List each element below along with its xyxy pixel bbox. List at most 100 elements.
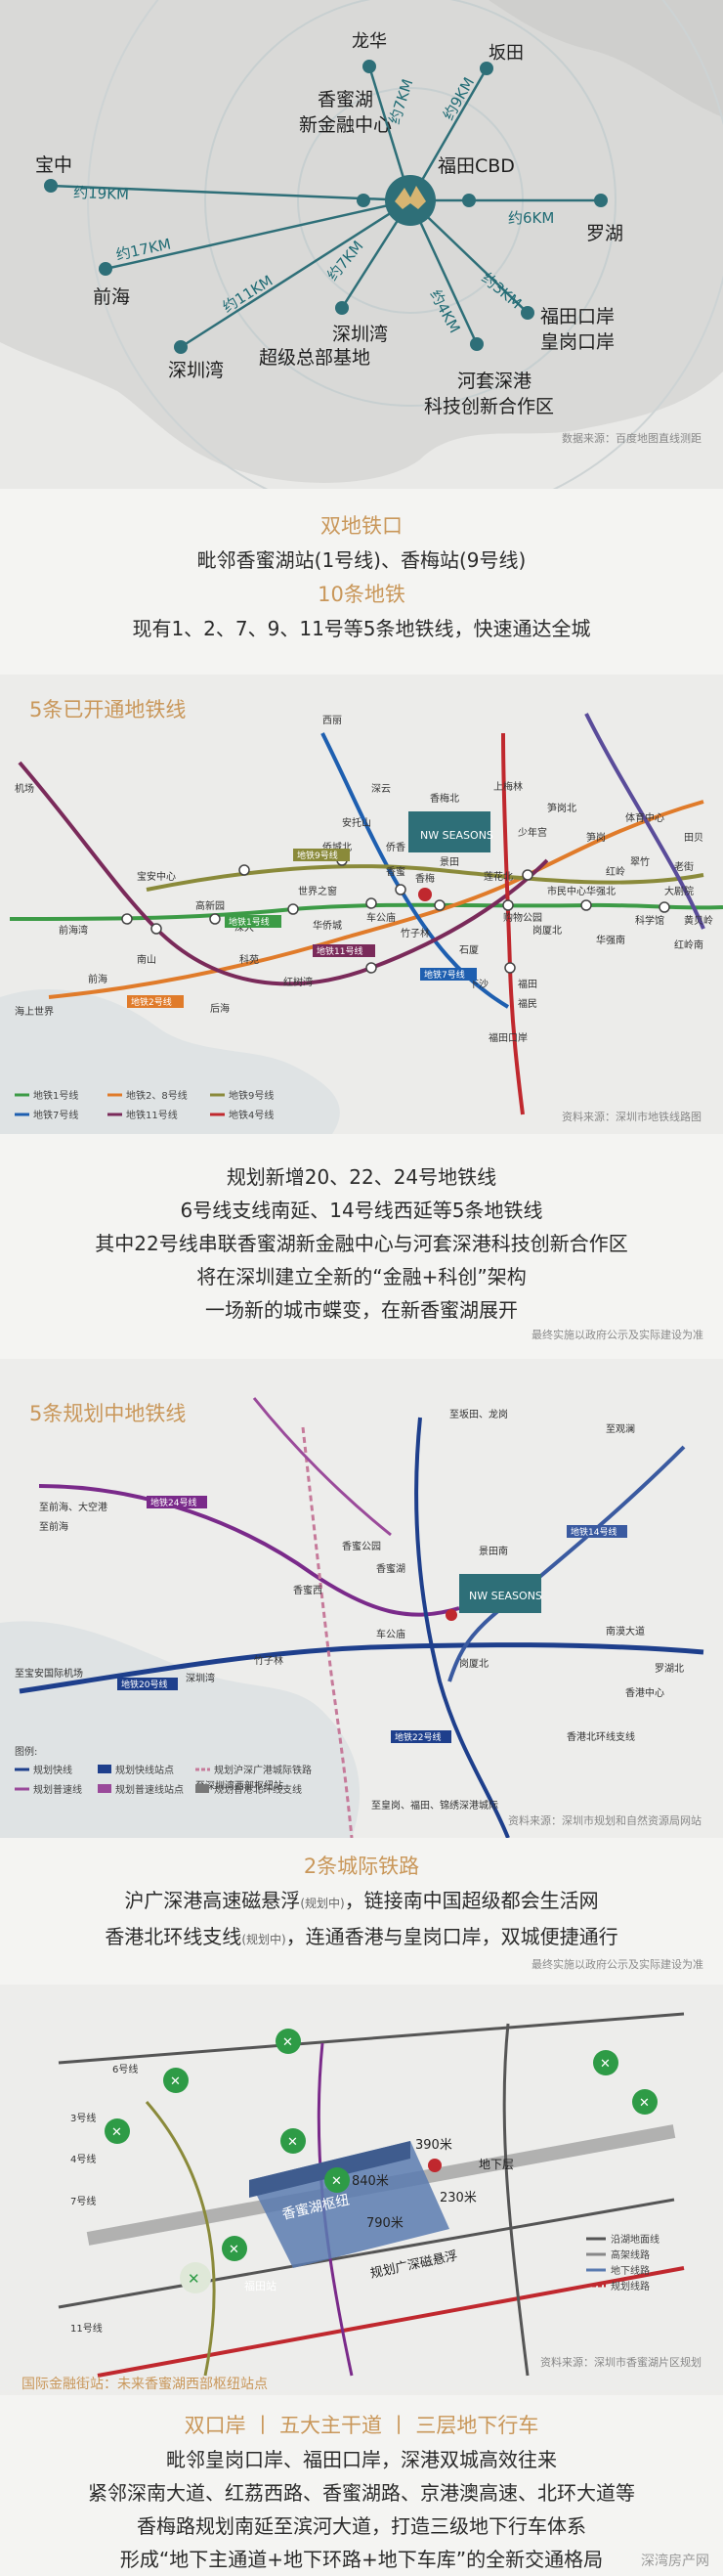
st-hongling: 红岭: [606, 865, 625, 878]
planned-new: 规划新增20、22、24号地铁线: [226, 1165, 497, 1189]
st-nanshan: 南山: [137, 953, 156, 966]
tag-line7: [420, 968, 477, 981]
st-huaqiaocheng: 华侨城: [313, 919, 342, 932]
place-shenzhenwan: 深圳湾: [168, 360, 224, 381]
legend-line7: 地铁7号线: [33, 1109, 78, 1121]
svg-text:✕: ✕: [111, 2125, 122, 2140]
st-cuizhu: 翠竹: [630, 855, 650, 868]
spoke-endpoints: [44, 60, 608, 354]
dist-390: 390米: [415, 2138, 452, 2153]
planned-metro-text: 规划新增20、22、24号地铁线 6号线支线南延、14号线西延等5条地铁线 其中…: [0, 1139, 723, 1359]
bay-water: [0, 988, 340, 1134]
place-chaoji: 超级总部基地: [259, 347, 370, 369]
line7-label: 7号线: [70, 2195, 96, 2207]
st-shimin: 市民中心: [547, 885, 586, 897]
metro-icons: ✕ ✕ ✕ ✕ ✕ ✕ ✕ ✕ ✕: [105, 2029, 658, 2293]
tag-line9: [293, 849, 350, 861]
line3-label: 3号线: [70, 2112, 96, 2124]
legend-line1: 地铁1号线: [33, 1089, 78, 1102]
land-shape: [0, 0, 723, 483]
legend-line11: 地铁11号线: [126, 1109, 178, 1121]
legend3-normal: 规划普速线: [33, 1783, 82, 1796]
st-haishang: 海上世界: [15, 1005, 54, 1018]
project-location-dot: [418, 888, 432, 901]
place-hetao-zone: 科技创新合作区: [424, 396, 554, 417]
st3-hk-center: 香港中心: [625, 1686, 664, 1699]
place-luohu: 罗湖: [586, 223, 623, 244]
svg-text:✕: ✕: [639, 2096, 650, 2111]
st-tianbei: 田贝: [684, 832, 703, 844]
tag-line14: [567, 1525, 627, 1538]
st3-zhuzilin: 竹子林: [254, 1654, 283, 1667]
hub-block-edge: [249, 2141, 410, 2198]
map4-legend: 沿湖地面线 高架线路 地下线路 规划线路: [586, 2233, 659, 2292]
st3-jingtiannan: 景田南: [479, 1545, 508, 1557]
st3-shenzhenwan: 深圳湾: [186, 1672, 215, 1684]
intercity-rail-text: 2条城际铁路 沪广深港高速磁悬浮(规划中)，链接南中国超级都会生活网 香港北环线…: [0, 1843, 723, 1985]
map1-source: 数据来源：百度地图直线测距: [562, 432, 702, 445]
st-lianhuabei: 莲花北: [484, 870, 513, 883]
legend4-planned: 规划线路: [611, 2280, 650, 2292]
project-brand-3: NW SEASONS: [469, 1590, 542, 1602]
line-20: [19, 1642, 704, 1694]
st3-chegongmiao: 车公庙: [376, 1628, 405, 1640]
dist-790: 790米: [366, 2216, 404, 2231]
maglev-name: 沪广深港高速磁悬浮: [124, 1889, 301, 1912]
st-gaoxin: 高新园: [195, 899, 225, 912]
line-6-branch: [252, 1397, 392, 1537]
dist-luohu: 约6KM: [508, 209, 554, 227]
st-kexue: 科学馆: [635, 914, 664, 927]
underground-plan-line: 香梅路规划南延至滨河大道，打造三级地下行车体系: [137, 2514, 586, 2538]
land-shade: [0, 0, 723, 117]
st3-gangxiabei: 岗厦北: [459, 1658, 489, 1670]
line6-label: 6号线: [112, 2063, 138, 2075]
legend4-ground: 沿湖地面线: [611, 2233, 659, 2246]
hub-diagram: 香蜜湖枢纽 ✕ ✕ ✕ ✕ ✕ ✕ ✕ ✕ ✕ 840米 390米 230米 7…: [58, 2012, 685, 2378]
map2-title: 5条已开通地铁线: [29, 698, 187, 721]
existing-lines: 现有1、2、7、9、11号等5条地铁线，快速通达全城: [132, 617, 591, 640]
st-huaqiangnan: 华强南: [596, 934, 625, 946]
tag-line22-text: 地铁22号线: [395, 1731, 441, 1743]
project-brand: NW SEASONS: [420, 829, 493, 842]
underground-label: 地下层: [479, 2158, 514, 2171]
legend3-hk-branch: 规划香港北环线支线: [214, 1783, 302, 1796]
line-24: [38, 1484, 460, 1617]
roads-line: 紧邻深南大道、红荔西路、香蜜湖路、京港澳高速、北环大道等: [88, 2481, 635, 2505]
st-xiangmi: 香蜜: [386, 865, 405, 878]
tag-line1-text: 地铁1号线: [229, 916, 270, 928]
st-huaqiangbei: 华强北: [586, 885, 616, 897]
line-1: [9, 902, 723, 921]
legend-line2: 地铁2、8号线: [126, 1089, 188, 1102]
map2-source: 资料来源：深圳市地铁线路图: [562, 1111, 702, 1123]
st-gouwu: 购物公园: [503, 911, 542, 924]
st-shixia: 石厦: [459, 944, 479, 956]
st-xiangmeibei: 香梅北: [430, 792, 459, 805]
bay-water-3: [0, 1621, 361, 1838]
st-jichang: 机场: [15, 782, 34, 795]
tag-line1: [225, 915, 281, 928]
tag-line7-text: 地铁7号线: [424, 969, 465, 981]
line-2: [48, 800, 704, 999]
line-7: [320, 732, 510, 1009]
st3-kongang: 至前海、大空港: [39, 1501, 107, 1513]
tag-line14-text: 地铁14号线: [571, 1526, 617, 1538]
st-gangxiabei: 岗厦北: [532, 925, 562, 937]
legend-line4: 地铁4号线: [229, 1109, 274, 1121]
st-qianhaiwan: 前海湾: [59, 924, 88, 937]
existing-metro-map: NW SEASONS 机场 宝安中心 前海湾 南山 前海 海上世界 车公庙 香蜜…: [0, 713, 723, 1134]
st-xiasha: 下沙: [469, 979, 489, 990]
map3-title: 5条规划中地铁线: [29, 1402, 187, 1425]
st-antuoshan: 安托山: [342, 816, 371, 829]
legend4-underground: 地下线路: [611, 2264, 650, 2277]
st3-luohubei: 罗湖北: [655, 1663, 684, 1675]
maglev-line: [301, 1426, 354, 1838]
tag-line11: [313, 944, 375, 957]
place-hetao: 河套深港: [457, 371, 532, 392]
st3-xiangmihu: 香蜜湖: [376, 1562, 405, 1575]
ports-line: 毗邻皇岗口岸、福田口岸，深港双城高效往来: [166, 2448, 557, 2471]
st-keyuan: 科苑: [239, 953, 259, 966]
line-11: [18, 761, 549, 986]
hub-location-dot: [428, 2159, 442, 2172]
map4-source: 资料来源：深圳市香蜜湖片区规划: [540, 2356, 702, 2369]
hk-branch-text: 香港北环线支线(规划中)，连通香港与皇岗口岸，双城便捷通行: [0, 1920, 723, 1956]
